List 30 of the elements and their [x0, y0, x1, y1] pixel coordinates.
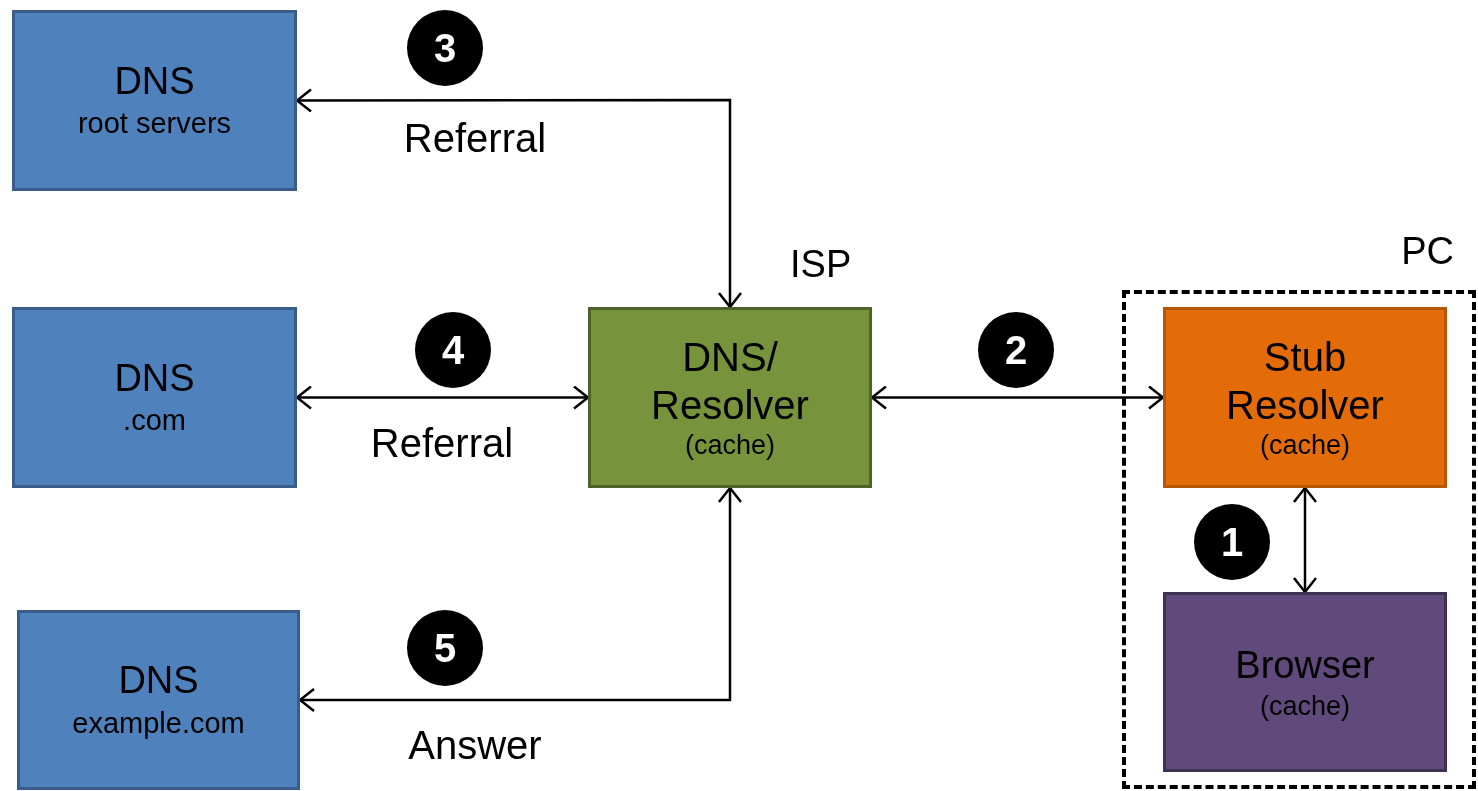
node-subtitle: (cache) — [685, 429, 775, 462]
node-title: Stub Resolver — [1226, 334, 1384, 430]
node-subtitle: (cache) — [1260, 429, 1350, 462]
resolver-box — [1163, 307, 1447, 488]
node-subtitle: .com — [123, 403, 186, 439]
node-title: DNS — [118, 658, 199, 704]
callout-number: 1 — [1194, 504, 1270, 580]
node-caption: ISP — [790, 245, 852, 283]
node-subtitle: (cache) — [1260, 689, 1350, 722]
node-title: DNS — [114, 355, 195, 401]
callout-number: 3 — [407, 10, 483, 86]
server-box — [12, 10, 297, 191]
callout-number: 2 — [978, 312, 1054, 388]
browser-box — [1163, 592, 1447, 772]
resolver-box — [588, 307, 872, 488]
callout-number: 4 — [415, 312, 491, 388]
arrow — [295, 385, 590, 410]
arrow — [298, 486, 743, 713]
server-box — [12, 307, 297, 488]
node-title: Browser — [1235, 643, 1375, 689]
node-title: DNS/ Resolver — [651, 334, 809, 430]
node-subtitle: root servers — [77, 106, 232, 142]
server-box — [17, 610, 300, 790]
group-label: PC — [1401, 232, 1454, 270]
node-subtitle: example.com — [72, 705, 245, 741]
node-title: DNS — [114, 58, 195, 104]
callout-number: 5 — [407, 610, 483, 686]
arrow — [1292, 486, 1318, 594]
arrow — [295, 88, 743, 309]
arrow — [870, 385, 1165, 410]
